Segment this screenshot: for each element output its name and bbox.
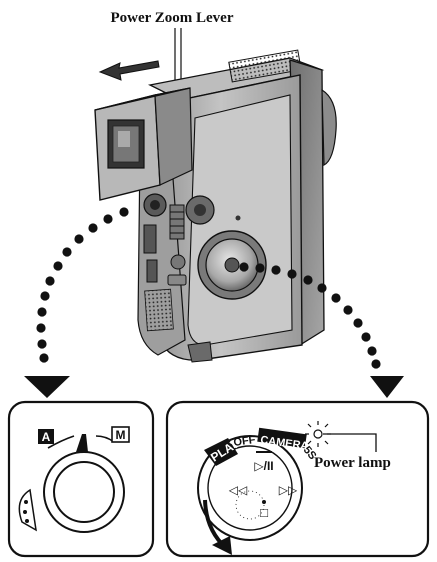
rewind-icon: ◁◁ (228, 483, 247, 497)
arc-left-dot (36, 323, 45, 332)
pointer-triangle-left (24, 376, 70, 398)
arc-left-dot (88, 223, 97, 232)
arc-left-dot (53, 261, 62, 270)
arc-left-dot (45, 276, 54, 285)
arc-right-dot (367, 346, 376, 355)
arc-left-dot (103, 214, 112, 223)
power-lamp-label: Power lamp (314, 455, 391, 471)
arc-right-dot (255, 263, 264, 272)
slide-direction-arrow-icon (100, 61, 159, 80)
mode-a-label: A (42, 430, 51, 444)
arc-left-dot (62, 247, 71, 256)
arc-right-dot (371, 359, 380, 368)
arc-left-dot (74, 234, 83, 243)
arc-right-dot (239, 262, 248, 271)
dotted-arc-left (36, 207, 128, 362)
arc-right-dot (361, 332, 370, 341)
power-zoom-lever-label: Power Zoom Lever (110, 10, 233, 26)
arc-left-dot (119, 207, 128, 216)
arc-right-dot (317, 283, 326, 292)
arc-left-dot (37, 339, 46, 348)
arc-left-dot (37, 307, 46, 316)
arc-right-dot (271, 265, 280, 274)
arc-right-dot (331, 293, 340, 302)
pointer-triangle-right (370, 376, 404, 398)
camcorder-illustration (95, 50, 336, 362)
play-pause-icon: ▷/II (254, 459, 273, 473)
center-dot (262, 500, 266, 504)
arc-right-dot (287, 269, 296, 278)
stop-icon: □ (260, 505, 268, 520)
arc-right-dot (353, 318, 362, 327)
mode-m-label: M (116, 428, 126, 442)
arc-left-dot (39, 353, 48, 362)
arc-right-dot (303, 275, 312, 284)
arc-right-dot (343, 305, 352, 314)
arc-left-dot (40, 291, 49, 300)
fast-forward-icon: ▷▷ (279, 483, 298, 497)
